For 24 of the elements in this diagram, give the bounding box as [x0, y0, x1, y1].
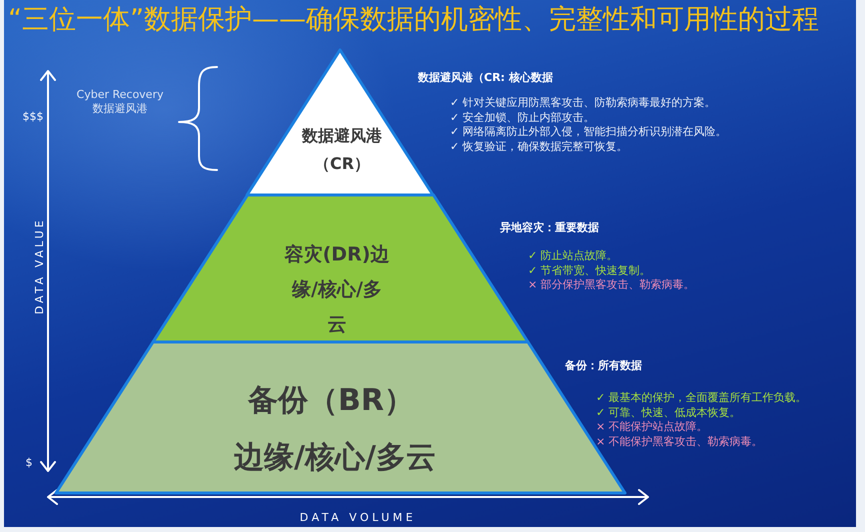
- tier-heading: 数据避风港（CR: 核心数据: [418, 71, 553, 85]
- axis-tick-label: $$$: [22, 110, 44, 124]
- bullet-item: × 部分保护黑客攻击、勒索病毒。: [528, 278, 695, 292]
- tier-heading: 备份：所有数据: [565, 359, 642, 373]
- title: “三位一体”数据保护——确保数据的机密性、完整性和可用性的过程: [8, 3, 819, 37]
- bullet-item: × 不能保护黑客攻击、勒索病毒。: [596, 434, 763, 448]
- callout-text: Cyber Recovery 数据避风港: [76, 88, 164, 116]
- axis-title: DATA VOLUME: [300, 511, 416, 525]
- bullet-item: × 不能保护站点故障。: [596, 420, 708, 434]
- bullet-item: ✓ 网络隔离防止外部入侵，智能扫描分析识别潜在风险。: [450, 125, 727, 139]
- tier-heading: 异地容灾：重要数据: [500, 221, 599, 235]
- bullet-item: ✓ 恢复验证，确保数据完整可恢复。: [450, 140, 628, 154]
- bullet-item: ✓ 防止站点故障。: [528, 249, 618, 263]
- tier-label: 备份（BR）: [248, 382, 414, 420]
- bullet-item: ✓ 安全加锁、防止内部攻击。: [450, 110, 595, 124]
- axis-title: DATA VALUE: [33, 218, 47, 314]
- tier-label: 容灾(DR)边缘/核心/多云: [284, 242, 390, 338]
- tier-label: 数据避风港（CR）: [300, 125, 383, 175]
- tier-label: 边缘/核心/多云: [234, 439, 436, 477]
- bullet-item: ✓ 节省带宽、快速复制。: [528, 264, 651, 278]
- bullet-item: ✓ 最基本的保护，全面覆盖所有工作负载。: [596, 391, 807, 405]
- axis-tick-label: $: [26, 456, 32, 470]
- bullet-item: ✓ 可靠、快速、低成本恢复。: [596, 406, 741, 420]
- bullet-item: ✓ 针对关键应用防黑客攻击、防勒索病毒最好的方案。: [450, 96, 716, 110]
